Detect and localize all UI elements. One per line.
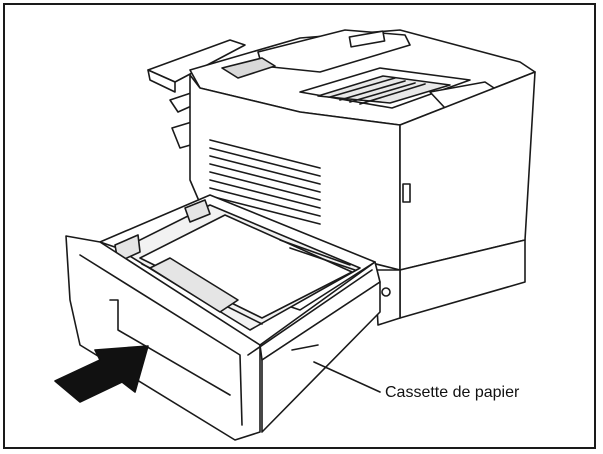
fax-machine-body [189,29,536,326]
vent-grille [209,139,321,225]
keypad-icon [221,57,276,79]
cassette-callout-label: Cassette de papier [385,384,520,401]
push-arrow-icon [54,345,149,403]
callout-leader-line [313,361,381,393]
paper-cassette [65,194,381,441]
